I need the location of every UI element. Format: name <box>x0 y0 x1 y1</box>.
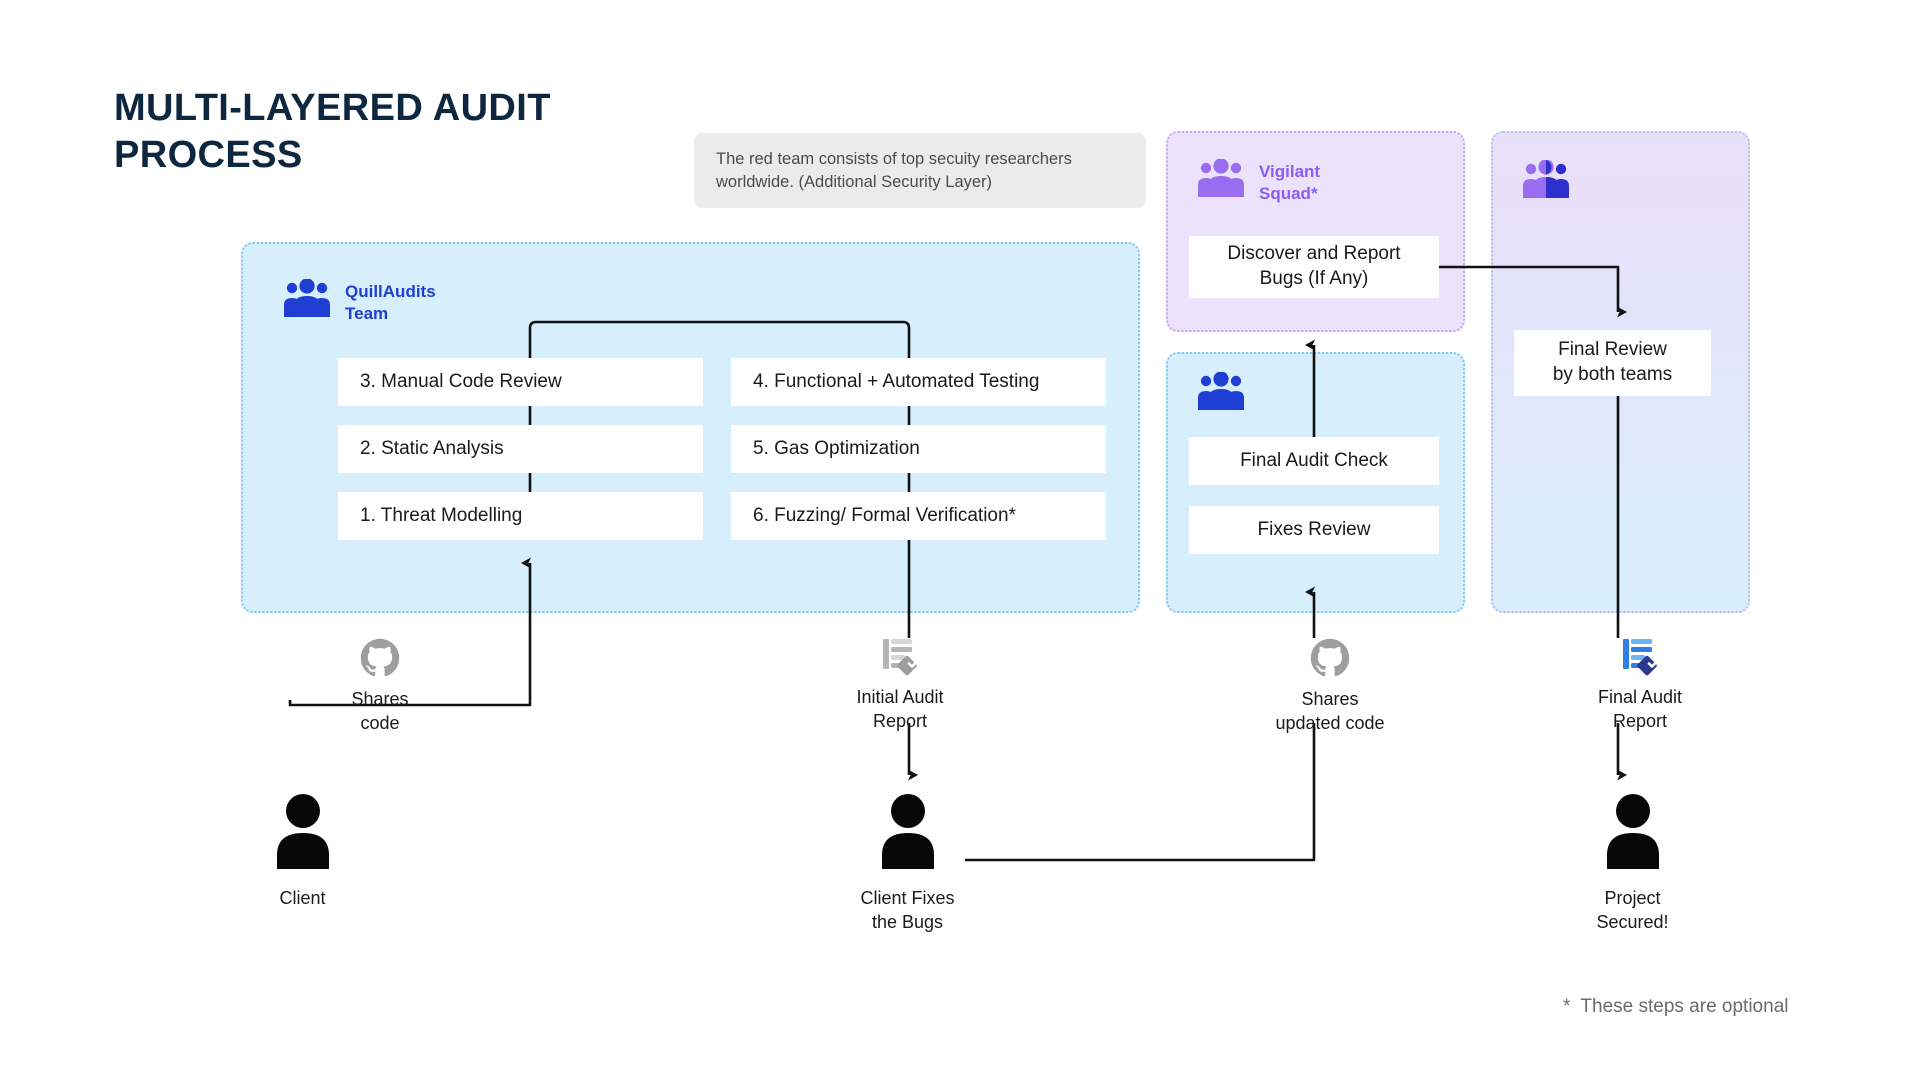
step-label: 3. Manual Code Review <box>360 371 562 392</box>
footnote-text: These steps are optional <box>1580 996 1789 1017</box>
person-icon <box>276 794 329 869</box>
actor-client-fixes-the-bugs: Client Fixes the Bugs <box>820 793 995 934</box>
people-group-icon <box>283 278 331 324</box>
step-threat-modelling[interactable]: 1. Threat Modelling <box>338 492 703 540</box>
vigilant-squad-label: Vigilant Squad* <box>1259 161 1320 205</box>
step-static-analysis[interactable]: 2. Static Analysis <box>338 425 703 473</box>
people-group-icon <box>1197 371 1245 417</box>
actor-label: Client <box>279 888 326 908</box>
actor-label: Project Secured! <box>1596 888 1669 933</box>
flow-label: Final Audit Report <box>1597 687 1683 731</box>
flow-final-audit-report: Final Audit Report <box>1550 636 1730 734</box>
vigilant-squad-label-line1: Vigilant <box>1259 162 1321 181</box>
step-label: 6. Fuzzing/ Formal Verification* <box>753 505 1016 526</box>
step-functional-automated-testing[interactable]: 4. Functional + Automated Testing <box>731 358 1106 406</box>
step-label: 4. Functional + Automated Testing <box>753 371 1040 392</box>
step-label: 5. Gas Optimization <box>753 438 920 459</box>
box-label: Final Audit Check <box>1240 449 1388 471</box>
flow-label: Initial Audit Report <box>856 687 944 731</box>
step-manual-code-review[interactable]: 3. Manual Code Review <box>338 358 703 406</box>
box-label: Fixes Review <box>1257 518 1371 540</box>
step-gas-optimization[interactable]: 5. Gas Optimization <box>731 425 1106 473</box>
flow-shares-updated-code: Shares updated code <box>1230 636 1430 736</box>
flow-label: Shares updated code <box>1275 689 1385 733</box>
github-icon <box>360 638 400 677</box>
flow-initial-audit-report: Initial Audit Report <box>810 636 990 734</box>
flow-label: Shares code <box>351 689 409 733</box>
step-label: 2. Static Analysis <box>360 438 504 459</box>
footnote: * These steps are optional <box>1563 996 1788 1018</box>
step-fuzzing-formal-verification[interactable]: 6. Fuzzing/ Formal Verification* <box>731 492 1106 540</box>
quillaudits-team-label: QuillAudits Team <box>345 281 436 325</box>
red-team-note-box: The red team consists of top secuity res… <box>694 133 1146 208</box>
footnote-asterisk: * <box>1563 996 1571 1017</box>
people-group-icon <box>1197 158 1245 204</box>
github-icon <box>1310 638 1350 677</box>
person-icon <box>1606 794 1659 869</box>
actor-client: Client <box>215 793 390 910</box>
actor-project-secured: Project Secured! <box>1540 793 1725 934</box>
page-title: MULTI-LAYERED AUDIT PROCESS <box>114 85 674 178</box>
flow-shares-code: Shares code <box>300 636 460 736</box>
person-icon <box>881 794 934 869</box>
page-title-line-1: MULTI-LAYERED AUDIT <box>114 87 551 129</box>
quillaudits-team-label-line2: Team <box>345 303 389 323</box>
red-team-note-text: The red team consists of top secuity res… <box>716 150 1072 191</box>
people-group-icon <box>1522 159 1570 205</box>
box-fixes-review[interactable]: Fixes Review <box>1189 506 1439 554</box>
page-title-line-2: PROCESS <box>114 133 303 176</box>
audit-report-icon <box>1623 639 1660 676</box>
actor-label: Client Fixes the Bugs <box>860 888 955 933</box>
quillaudits-team-label-line1: QuillAudits <box>345 282 436 301</box>
vigilant-squad-label-line2: Squad* <box>1259 183 1318 203</box>
box-final-audit-check[interactable]: Final Audit Check <box>1189 437 1439 485</box>
step-label: 1. Threat Modelling <box>360 505 523 526</box>
audit-report-icon <box>883 639 920 676</box>
